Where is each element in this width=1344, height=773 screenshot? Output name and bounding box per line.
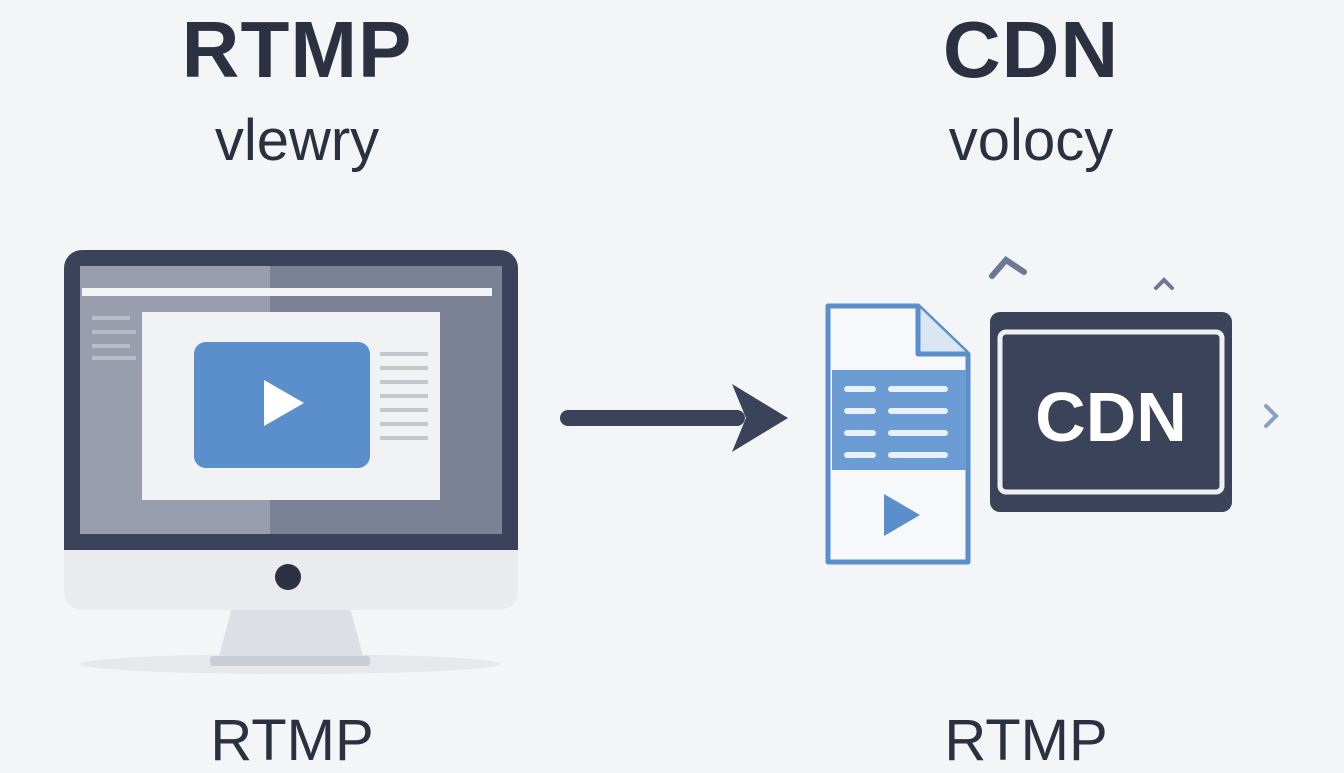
chevron-up-icon [989, 256, 1027, 279]
arrow-right-icon [560, 384, 788, 452]
monitor-camera-dot [275, 564, 301, 590]
cdn-title: CDN [942, 5, 1120, 94]
diagram-canvas: CDN [64, 250, 1279, 674]
cdn-subtitle: volocy [948, 108, 1114, 173]
play-icon [884, 494, 920, 536]
cdn-server-icon: CDN [990, 312, 1232, 512]
rtmp-title: RTMP [181, 5, 413, 94]
play-icon [264, 380, 304, 426]
chevron-right-icon [1264, 404, 1279, 428]
cdn-bottom-label: RTMP [944, 708, 1108, 773]
chevron-up-small-icon [1154, 277, 1174, 290]
monitor-icon [64, 250, 518, 674]
cdn-box-label: CDN [1035, 378, 1187, 456]
video-document-icon [825, 303, 971, 565]
rtmp-bottom-label: RTMP [210, 708, 374, 773]
rtmp-subtitle: vlewry [214, 108, 380, 173]
